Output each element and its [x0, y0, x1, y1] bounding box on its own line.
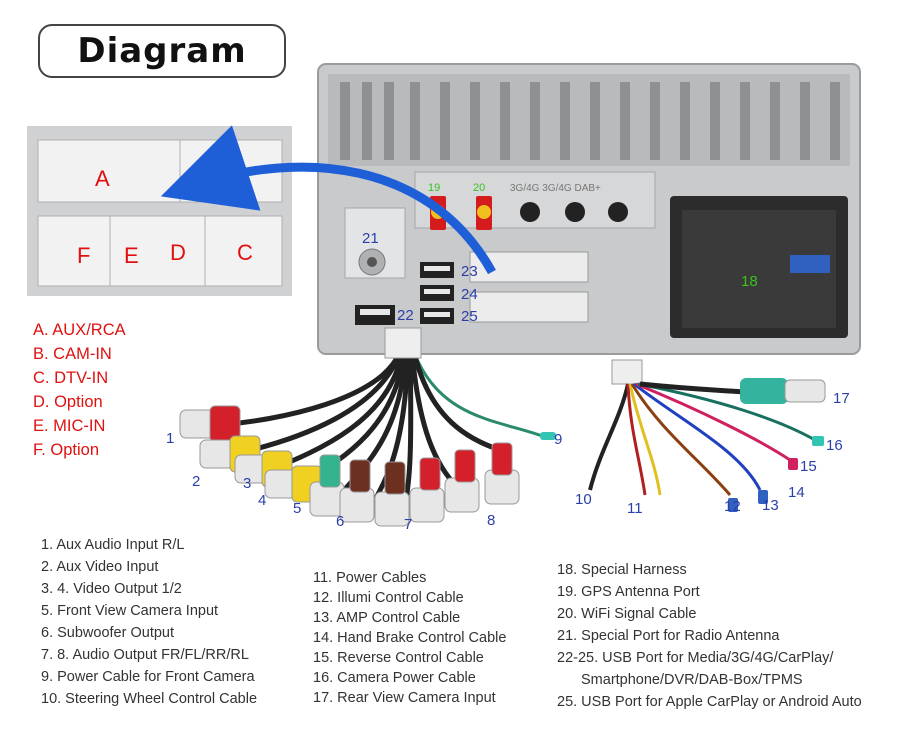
- legend-item: D. Option: [33, 393, 103, 411]
- callout-24: 24: [461, 286, 478, 303]
- port-label-gps: 19: [428, 182, 440, 194]
- callout-16: 16: [826, 437, 843, 454]
- callout-11: 11: [627, 500, 643, 517]
- description-item: Smartphone/DVR/DAB-Box/TPMS: [581, 672, 803, 688]
- power-cable-bundle: [588, 359, 826, 512]
- legend-item: E. MIC-IN: [33, 417, 106, 435]
- callout-21: 21: [362, 230, 379, 247]
- callout-2: 2: [192, 473, 200, 490]
- description-item: 1. Aux Audio Input R/L: [41, 537, 185, 553]
- callout-15: 15: [800, 458, 817, 475]
- callout-25: 25: [461, 308, 478, 325]
- connector-letter-e: E: [124, 243, 139, 268]
- description-item: 6. Subwoofer Output: [41, 625, 174, 641]
- description-item: 11. Power Cables: [313, 570, 427, 586]
- connector-letter-a: A: [95, 166, 110, 191]
- diagram-title: Diagram: [38, 24, 286, 78]
- connector-closeup: A B C D E F: [27, 126, 292, 296]
- description-column-3: 18. Special Harness 19. GPS Antenna Port…: [557, 559, 862, 713]
- pointer-arrow: [160, 125, 496, 275]
- callout-23: 23: [461, 263, 478, 280]
- description-item: 15. Reverse Control Cable: [313, 650, 484, 666]
- callout-3: 3: [243, 475, 251, 492]
- description-item: 3. 4. Video Output 1/2: [41, 581, 182, 597]
- connector-letter-d: D: [170, 240, 186, 265]
- description-column-1: 1. Aux Audio Input R/L 2. Aux Video Inpu…: [41, 534, 257, 710]
- callout-1: 1: [166, 430, 174, 447]
- legend-item: F. Option: [33, 441, 100, 459]
- connector-letter-c: C: [237, 240, 253, 265]
- head-unit-chassis: [317, 63, 861, 355]
- description-item: 5. Front View Camera Input: [41, 603, 219, 619]
- callout-18: 18: [741, 273, 758, 290]
- description-item: 25. USB Port for Apple CarPlay or Androi…: [557, 694, 862, 710]
- callout-17: 17: [833, 390, 850, 407]
- description-item: 13. AMP Control Cable: [313, 610, 461, 626]
- callout-10: 10: [575, 491, 592, 508]
- description-item: 21. Special Port for Radio Antenna: [557, 628, 780, 644]
- callout-14: 14: [788, 484, 805, 501]
- callout-8: 8: [487, 512, 495, 529]
- callout-6: 6: [336, 513, 344, 530]
- connector-legend: A. AUX/RCA B. CAM-IN C. DTV-IN D. Option…: [33, 318, 126, 462]
- callout-13: 13: [762, 497, 779, 514]
- callout-7: 7: [404, 516, 412, 533]
- rca-cable-bundle: [179, 327, 556, 527]
- description-column-2: 11. Power Cables 12. Illumi Control Cabl…: [313, 568, 506, 708]
- description-item: 16. Camera Power Cable: [313, 670, 476, 686]
- callout-9: 9: [554, 431, 562, 448]
- description-item: 7. 8. Audio Output FR/FL/RR/RL: [41, 647, 249, 663]
- description-item: 12. Illumi Control Cable: [313, 590, 464, 606]
- callout-5: 5: [293, 500, 301, 517]
- description-item: 10. Steering Wheel Control Cable: [41, 691, 258, 707]
- description-item: 20. WiFi Signal Cable: [557, 606, 697, 622]
- callout-12: 12: [724, 498, 741, 515]
- legend-item: C. DTV-IN: [33, 369, 109, 387]
- description-item: 2. Aux Video Input: [41, 559, 159, 575]
- connector-letter-f: F: [77, 243, 90, 268]
- legend-item: B. CAM-IN: [33, 345, 112, 363]
- description-item: 14. Hand Brake Control Cable: [313, 630, 507, 646]
- port-label-wifi: 20: [473, 182, 485, 194]
- description-item: 18. Special Harness: [557, 562, 687, 578]
- description-item: 19. GPS Antenna Port: [557, 584, 700, 600]
- description-item: 17. Rear View Camera Input: [313, 690, 496, 706]
- legend-item: A. AUX/RCA: [33, 321, 126, 339]
- port-label-dab: 3G/4G 3G/4G DAB+: [510, 183, 601, 194]
- callout-4: 4: [258, 492, 266, 509]
- callout-22: 22: [397, 307, 414, 324]
- description-item: 9. Power Cable for Front Camera: [41, 669, 255, 685]
- description-item: 22-25. USB Port for Media/3G/4G/CarPlay/: [557, 650, 834, 666]
